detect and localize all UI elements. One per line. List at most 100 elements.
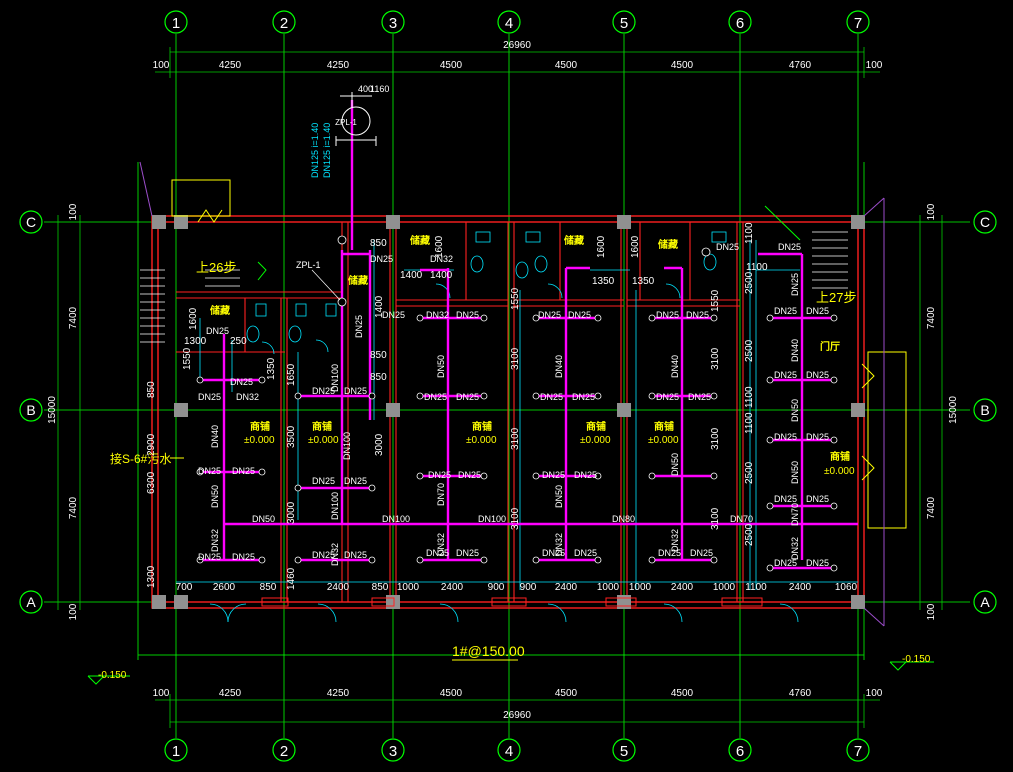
pipe-label: DN25 (426, 548, 449, 558)
axis-left-C: C (26, 214, 36, 230)
facade-dim: 850 (260, 582, 277, 593)
dim-top: 4500 (671, 60, 694, 71)
inner-dim: 1100 (744, 386, 755, 408)
front-windows (261, 597, 763, 607)
axis-top-3: 3 (389, 15, 397, 32)
pipe-label: DN50 (790, 399, 800, 422)
riser-dim-a: 400 (358, 84, 373, 94)
pipe-label: DN25 (344, 550, 367, 560)
pipe-label: DN50 (210, 485, 220, 508)
axis-right-A: A (980, 594, 990, 610)
pipe-label: DN25 (198, 466, 221, 476)
inner-dim: 3100 (510, 507, 521, 530)
level-mark: ±0.000 (824, 466, 855, 477)
dim-right: 7400 (926, 306, 937, 329)
dim-bottom-total: 26960 (503, 710, 531, 721)
inner-dim: 1300 (184, 336, 207, 347)
pipe-label: DN25 (456, 310, 479, 320)
riser-symbol (335, 92, 377, 146)
pipe-label: DN25 (382, 310, 405, 320)
drain-pipes (200, 100, 858, 570)
inner-dim: 1100 (744, 412, 755, 434)
inner-dim: 1350 (592, 276, 615, 287)
dim-top: 4250 (219, 60, 242, 71)
pipe-label: DN25 (312, 386, 335, 396)
main-pipe-label: DN80 (612, 514, 635, 524)
facade-dim: 2400 (441, 582, 464, 593)
level-mark: ±0.000 (580, 435, 611, 446)
inner-dim: 850 (370, 238, 387, 249)
dimension-lines-sides (57, 215, 943, 610)
pipe-label: DN25 (806, 306, 829, 316)
pipe-label: DN25 (806, 370, 829, 380)
pipe-label: DN25 (774, 370, 797, 380)
dim-right-total: 15000 (948, 396, 959, 424)
inner-dim: 1650 (286, 363, 297, 386)
dimension-lines-top (155, 47, 880, 78)
axis-top-6: 6 (736, 15, 744, 32)
inner-dim: 2500 (744, 461, 755, 484)
pipe-label: DN32 (436, 533, 446, 556)
pipe-label: DN25 (232, 552, 255, 562)
dim-top-total: 26960 (503, 40, 531, 51)
dimension-lines-bottom (155, 694, 880, 728)
dim-bottom: 4500 (440, 688, 463, 699)
facade-dim: 1060 (835, 582, 858, 593)
room-shop: 商铺 (654, 420, 674, 433)
axis-left-B: B (26, 402, 35, 418)
dim-right: 100 (926, 203, 937, 220)
level-mark: ±0.000 (308, 435, 339, 446)
pipe-label: DN25 (790, 273, 800, 296)
inner-dim: 3100 (710, 347, 721, 370)
pipe-label: DN32 (554, 533, 564, 556)
pipe-label: DN25 (312, 476, 335, 486)
room-shop: 商铺 (250, 420, 270, 433)
pipe-label: DN25 (686, 310, 709, 320)
riser-leader (311, 269, 341, 301)
pipe-label: DN25 (572, 392, 595, 402)
inner-dim: 3000 (374, 433, 385, 456)
inner-dim: 3000 (286, 501, 297, 524)
pipe-label: DN100 (342, 432, 352, 460)
room-storage: 储藏 (563, 234, 584, 247)
dim-top: 100 (153, 60, 170, 71)
floor-label: 1#@150.00 (452, 643, 525, 659)
facade-dim: 2600 (213, 582, 236, 593)
facade-dim: 1000 (397, 582, 420, 593)
room-lobby: 门厅 (820, 340, 840, 353)
pipe-label: DN25 (774, 306, 797, 316)
facade-dim: 850 (372, 582, 389, 593)
sewer-note: 接S-6#污水 (110, 451, 171, 466)
riser-pipe-a: DN125 i=1.40 (310, 123, 320, 178)
inner-dim: 1100 (746, 262, 768, 273)
dim-bottom: 100 (866, 688, 883, 699)
pipe-label: DN25 (456, 392, 479, 402)
facade-dim: 700 (176, 582, 193, 593)
pipe-label: DN25 (774, 432, 797, 442)
riser-id: ZPL-1 (335, 118, 357, 127)
dim-left-total: 15000 (47, 396, 58, 424)
ext-level-left-text: -0.150 (98, 670, 127, 681)
pipe-label: DN25 (658, 548, 681, 558)
pipe-label: DN25 (656, 310, 679, 320)
pipe-label: DN50 (436, 355, 446, 378)
axis-left-A: A (26, 594, 36, 610)
axis-top-5: 5 (620, 15, 628, 32)
inner-dim: 2500 (744, 339, 755, 362)
pipe-label: DN25 (312, 550, 335, 560)
room-storage: 储藏 (209, 304, 230, 317)
facade-dim: 1000 (629, 582, 652, 593)
room-shop: 商铺 (586, 420, 606, 433)
inner-dim: 2500 (744, 523, 755, 546)
level-mark: ±0.000 (648, 435, 679, 446)
room-storage: 储藏 (657, 238, 678, 251)
pipe-label: DN40 (210, 425, 220, 448)
pipe-label: DN70 (436, 483, 446, 506)
dim-bottom: 4760 (789, 688, 812, 699)
pipe-label: DN25 (232, 466, 255, 476)
pipe-label: DN50 (790, 461, 800, 484)
pipe-label: DN70 (790, 503, 800, 526)
axis-bottom-3: 3 (389, 743, 397, 760)
pipe-label: DN25 (456, 548, 479, 558)
room-shop: 商铺 (830, 450, 850, 463)
